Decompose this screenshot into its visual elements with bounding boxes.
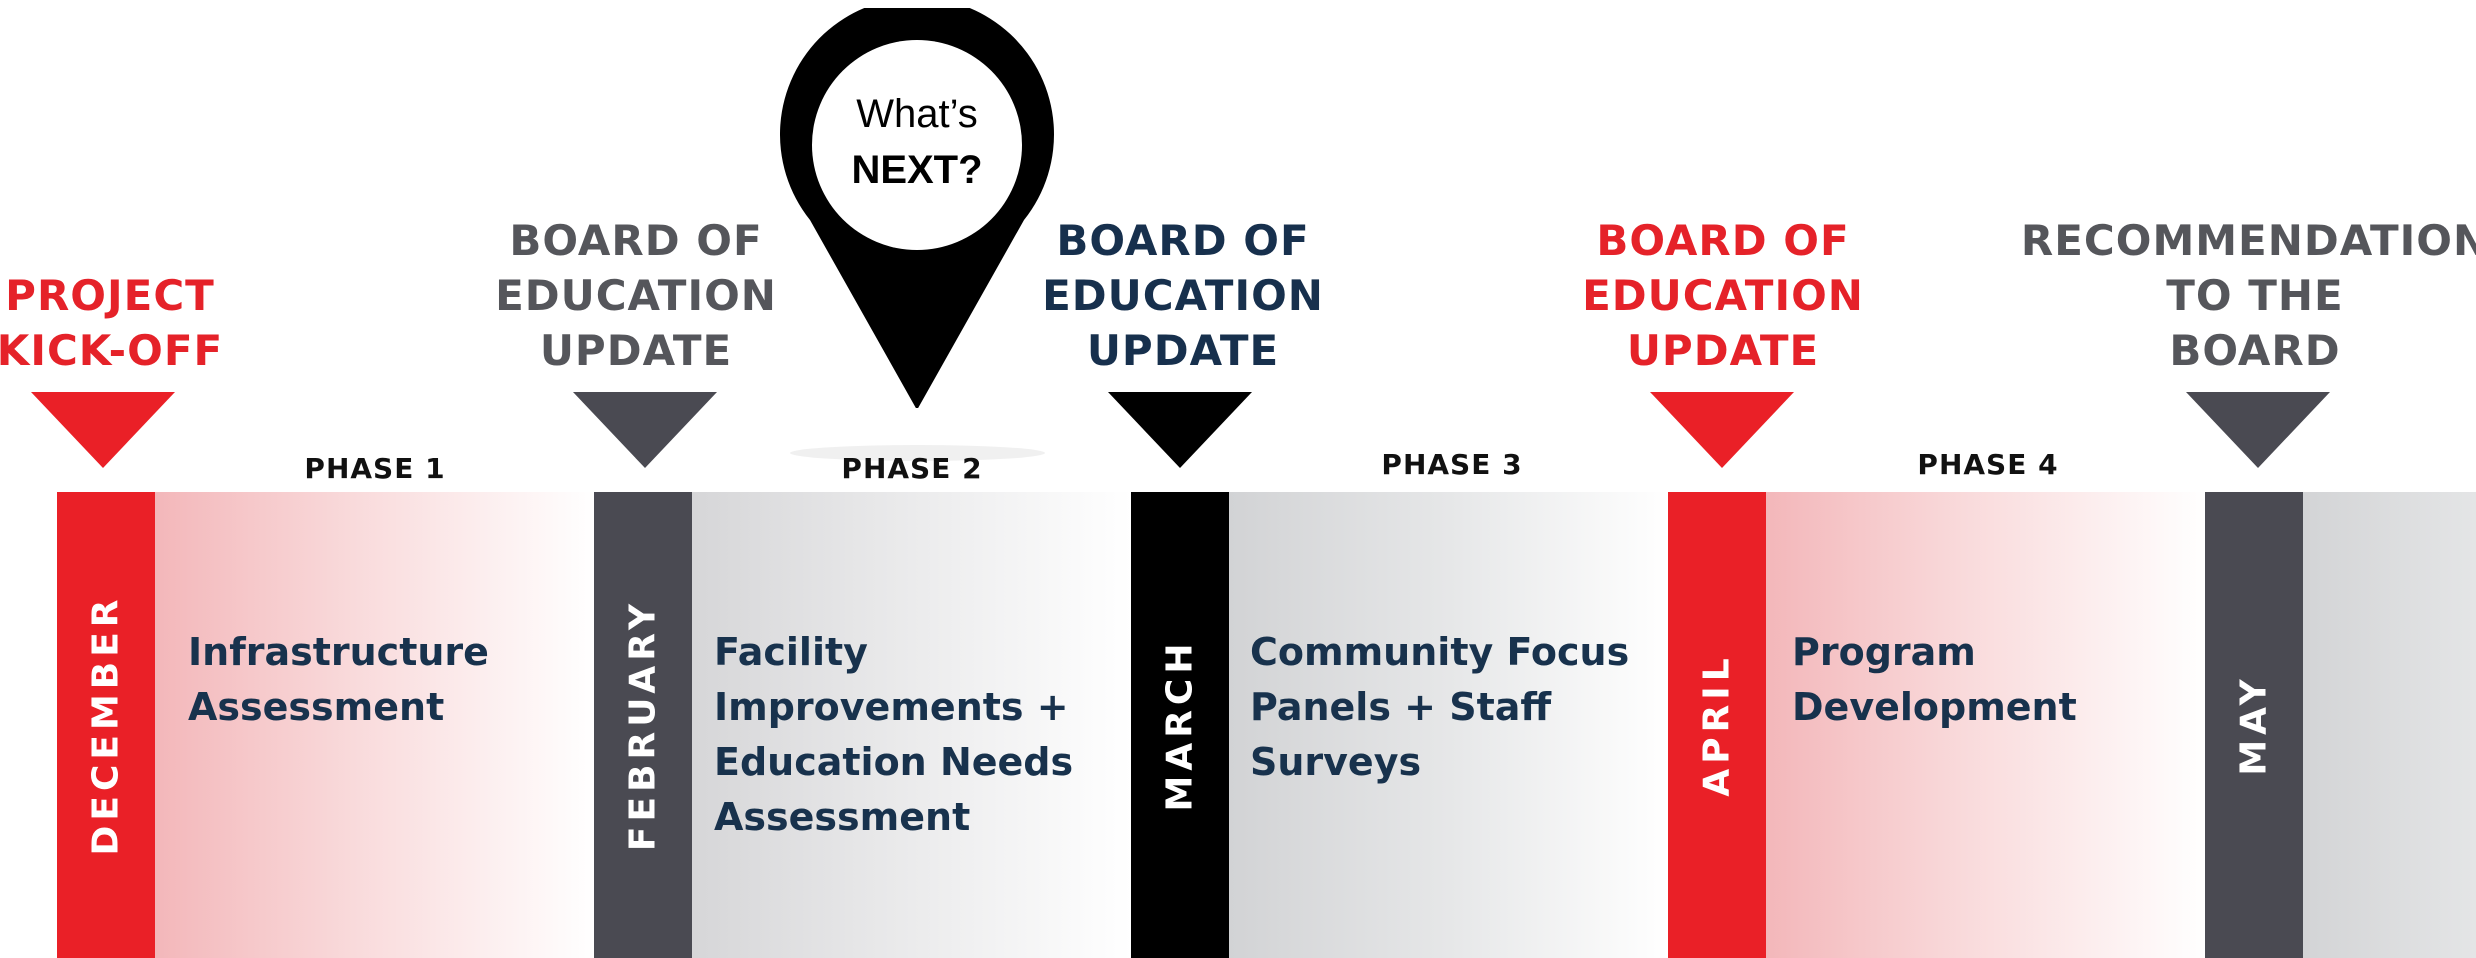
callout-line-1: What’s (856, 92, 978, 136)
phase-label-1: PHASE 1 (304, 452, 446, 485)
phase-band-5 (2303, 492, 2476, 958)
task-facility: Facility Improvements + Education Needs … (714, 630, 1074, 839)
month-label-december: DECEMBER (85, 594, 127, 856)
location-pin-icon (780, 8, 1054, 408)
marker-triangle-december (31, 392, 175, 468)
phase-label-4: PHASE 4 (1917, 448, 2059, 481)
month-label-february: FEBRUARY (622, 598, 664, 852)
marker-triangle-february (573, 392, 717, 468)
task-infrastructure: Infrastructure Assessment (188, 630, 489, 729)
month-bar-may: MAY (2205, 492, 2303, 958)
phase-label-3: PHASE 3 (1381, 448, 1523, 481)
phase-label-2: PHASE 2 (841, 452, 983, 485)
marker-triangle-march (1108, 392, 1252, 468)
marker-triangle-may (2186, 392, 2330, 468)
month-bar-december: DECEMBER (57, 492, 155, 958)
phase-band-3 (1229, 492, 1669, 958)
task-program: Program Development (1792, 630, 2077, 729)
month-bar-march: MARCH (1131, 492, 1229, 958)
month-label-may: MAY (2233, 674, 2275, 776)
month-bar-april: APRIL (1668, 492, 1766, 958)
phase-band-4 (1766, 492, 2206, 958)
phase-band-2 (692, 492, 1132, 958)
milestone-board-update-1: BOARD OF EDUCATION UPDATE (495, 216, 777, 375)
month-label-march: MARCH (1159, 638, 1201, 812)
pin-shadow (790, 445, 1045, 461)
milestone-recommendation: RECOMMENDATION TO THE BOARD (2020, 216, 2476, 375)
task-community: Community Focus Panels + Staff Surveys (1250, 630, 1630, 784)
milestone-project-kickoff: PROJECT KICK-OFF (0, 271, 224, 375)
milestone-board-update-2: BOARD OF EDUCATION UPDATE (1042, 216, 1324, 375)
callout-line-2: NEXT? (851, 148, 983, 192)
month-label-april: APRIL (1696, 653, 1738, 797)
month-bar-february: FEBRUARY (594, 492, 692, 958)
phase-band-1 (155, 492, 595, 958)
milestone-board-update-3: BOARD OF EDUCATION UPDATE (1582, 216, 1864, 375)
marker-triangle-april (1650, 392, 1794, 468)
